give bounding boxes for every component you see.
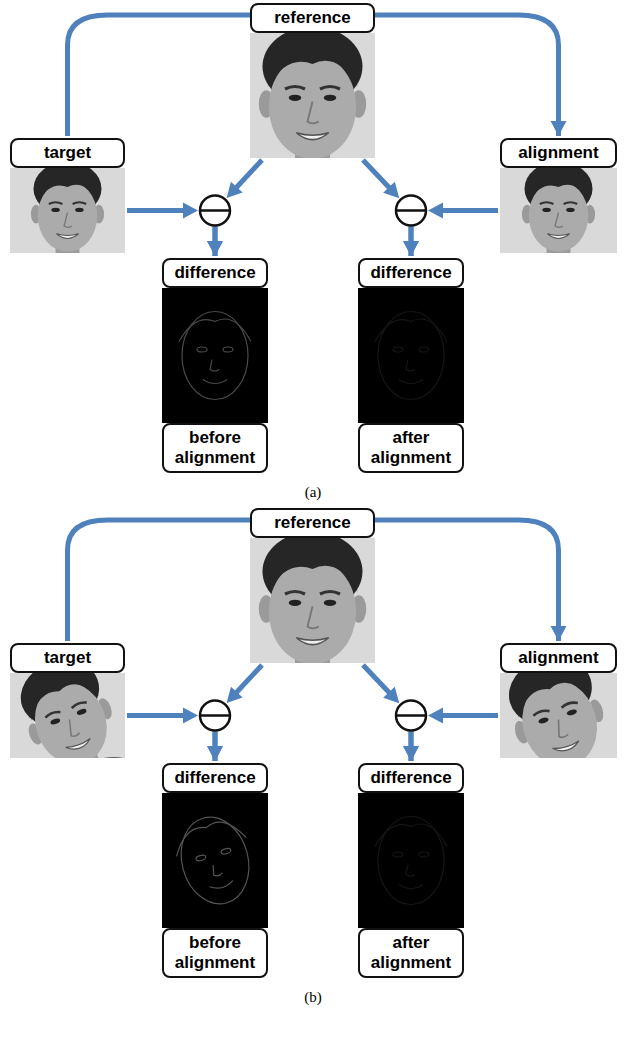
face-photo [250,538,375,663]
subtract-symbol [396,701,426,731]
arrow-head [403,746,419,761]
arrow-head [207,241,223,256]
subtract-bar [396,714,426,717]
arrow-head [551,121,567,136]
arrow-head [207,746,223,761]
arrow-head [551,626,567,641]
arrow-head [403,746,419,761]
arrow-head [403,241,419,256]
subtract-bar [200,209,230,212]
label-box: before alignment [162,928,268,978]
face-photo [500,673,617,758]
image-panel: difference [162,258,268,423]
label-box: difference [358,763,464,793]
difference-image [162,288,268,423]
image-panel: alignment [500,138,617,253]
subtract-bar [396,209,426,212]
subtract-bar [200,714,230,717]
arrow-head [403,241,419,256]
image-panel: reference [250,508,375,663]
label-box: after alignment [358,423,464,473]
face-photo [500,168,617,253]
label-box: after alignment [358,928,464,978]
label-box: target [10,138,125,168]
label-box: difference [358,258,464,288]
image-panel: target [10,643,125,758]
label-box: difference [162,258,268,288]
image-panel: target [10,138,125,253]
label-box: alignment [500,643,617,673]
label-box: before alignment [162,423,268,473]
difference-image [358,793,464,928]
caption-box: before alignment [162,928,268,978]
panel-caption: (b) [283,989,343,1006]
label-box: reference [250,508,375,538]
caption-box: before alignment [162,423,268,473]
image-panel: reference [250,3,375,158]
label-box: difference [162,763,268,793]
caption-box: after alignment [358,928,464,978]
image-panel: difference [358,763,464,928]
image-panel: difference [162,763,268,928]
caption-box: after alignment [358,423,464,473]
label-box: target [10,643,125,673]
difference-image [162,793,268,928]
face-photo [250,33,375,158]
panel-caption: (a) [283,484,343,501]
image-panel: alignment [500,643,617,758]
face-photo [10,673,125,758]
arrow-head [207,746,223,761]
image-panel: difference [358,258,464,423]
difference-image [358,288,464,423]
arrow-head [207,241,223,256]
label-box: reference [250,3,375,33]
subtract-symbol [396,196,426,226]
subtract-symbol [200,196,230,226]
subtract-symbol [200,701,230,731]
face-photo [10,168,125,253]
label-box: alignment [500,138,617,168]
